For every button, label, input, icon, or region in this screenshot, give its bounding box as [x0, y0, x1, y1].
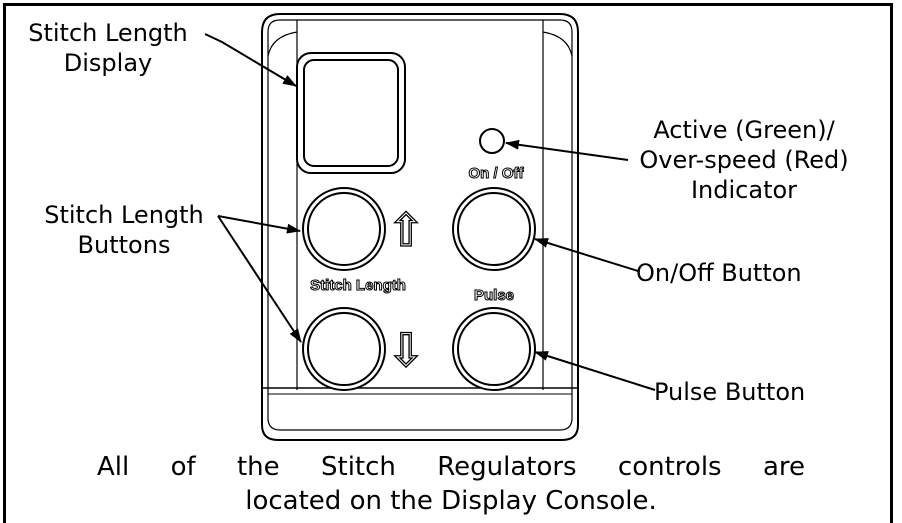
on-off-button-label: On/Off Button — [636, 259, 802, 287]
on-off-button[interactable] — [452, 187, 536, 271]
indicator-leader-line — [505, 139, 629, 161]
diagram-frame — [3, 3, 893, 523]
pulse-console-text: Pulse — [474, 287, 514, 304]
on-off-leader-line — [534, 238, 639, 272]
caption: All of the Stitch Regulators controls ar… — [97, 450, 805, 518]
stitch-length-display-label: Stitch Length Display — [28, 19, 188, 77]
caption-line-2: located on the Display Console. — [245, 486, 657, 516]
stitch-length-display — [296, 52, 406, 174]
pulse-button-label: Pulse Button — [654, 378, 806, 406]
arrow-up-icon: ⇧ — [387, 203, 426, 257]
pulse-button[interactable] — [452, 307, 536, 391]
stitch-length-buttons-label: Stitch Length Buttons — [44, 201, 204, 259]
stitch-length-down-button[interactable] — [302, 307, 386, 391]
stitch-length-up-button[interactable] — [302, 187, 386, 271]
indicator-label: Active (Green)/ Over-speed (Red) Indicat… — [639, 116, 849, 204]
stitch-down-leader-line — [217, 215, 302, 343]
caption-line-1: All of the Stitch Regulators controls ar… — [97, 452, 805, 482]
pulse-leader-line — [534, 351, 656, 391]
arrow-down-icon: ⇩ — [387, 323, 426, 377]
on-off-console-text: On / Off — [469, 165, 525, 182]
stitch-length-console-text: Stitch Length — [310, 277, 406, 294]
indicator-led — [479, 128, 505, 154]
stitch-up-leader-line — [217, 215, 301, 234]
display-leader-line — [204, 33, 297, 87]
